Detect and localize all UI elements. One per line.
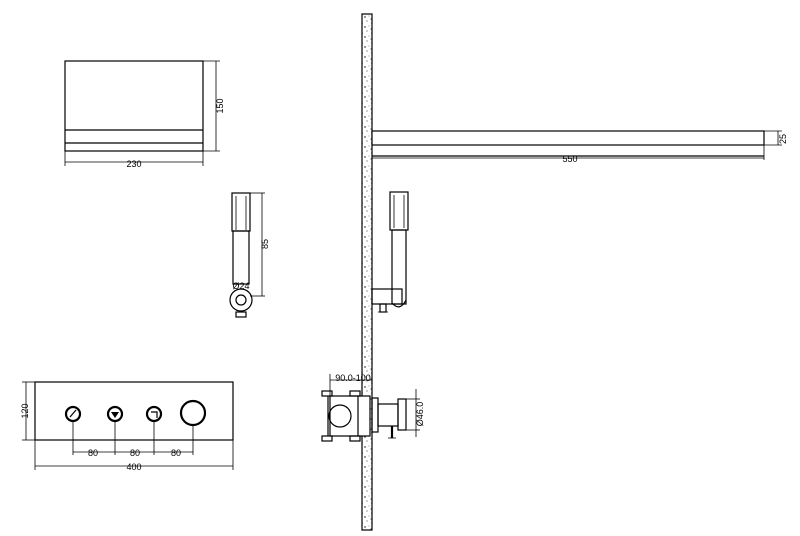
hand-shower-diameter-label: Ø24 <box>232 281 249 291</box>
valve-depth-label: 90.0-100 <box>335 373 371 383</box>
control-panel-view: 80 80 80 400 120 <box>20 381 234 472</box>
hand-shower-icon <box>64 405 82 423</box>
tub-spout-icon <box>145 405 163 423</box>
arm-thickness-label: 25 <box>778 134 788 144</box>
hand-shower-holder-side <box>371 191 409 313</box>
mixer-handle-icon <box>179 399 207 427</box>
spacing-label-1: 80 <box>88 448 98 458</box>
hand-shower-view: Ø24 85 <box>229 192 270 318</box>
panel-width-label: 400 <box>126 462 141 472</box>
valve-section-view: 90.0-100 Ø46.0 <box>321 373 425 442</box>
shower-arm-side-view: 550 25 <box>371 130 788 164</box>
hand-shower-length-label: 85 <box>260 239 270 249</box>
wall-section <box>361 13 373 531</box>
rain-head-front-view: 230 150 <box>64 60 225 169</box>
spacing-label-2: 80 <box>130 448 140 458</box>
valve-diameter-label: Ø46.0 <box>415 402 425 427</box>
panel-height-label: 120 <box>20 403 30 418</box>
rain-head-height-label: 150 <box>215 98 225 113</box>
arm-length-label: 550 <box>562 154 577 164</box>
rain-head-icon <box>106 405 124 423</box>
rain-head-width-label: 230 <box>126 159 141 169</box>
spacing-label-3: 80 <box>171 448 181 458</box>
